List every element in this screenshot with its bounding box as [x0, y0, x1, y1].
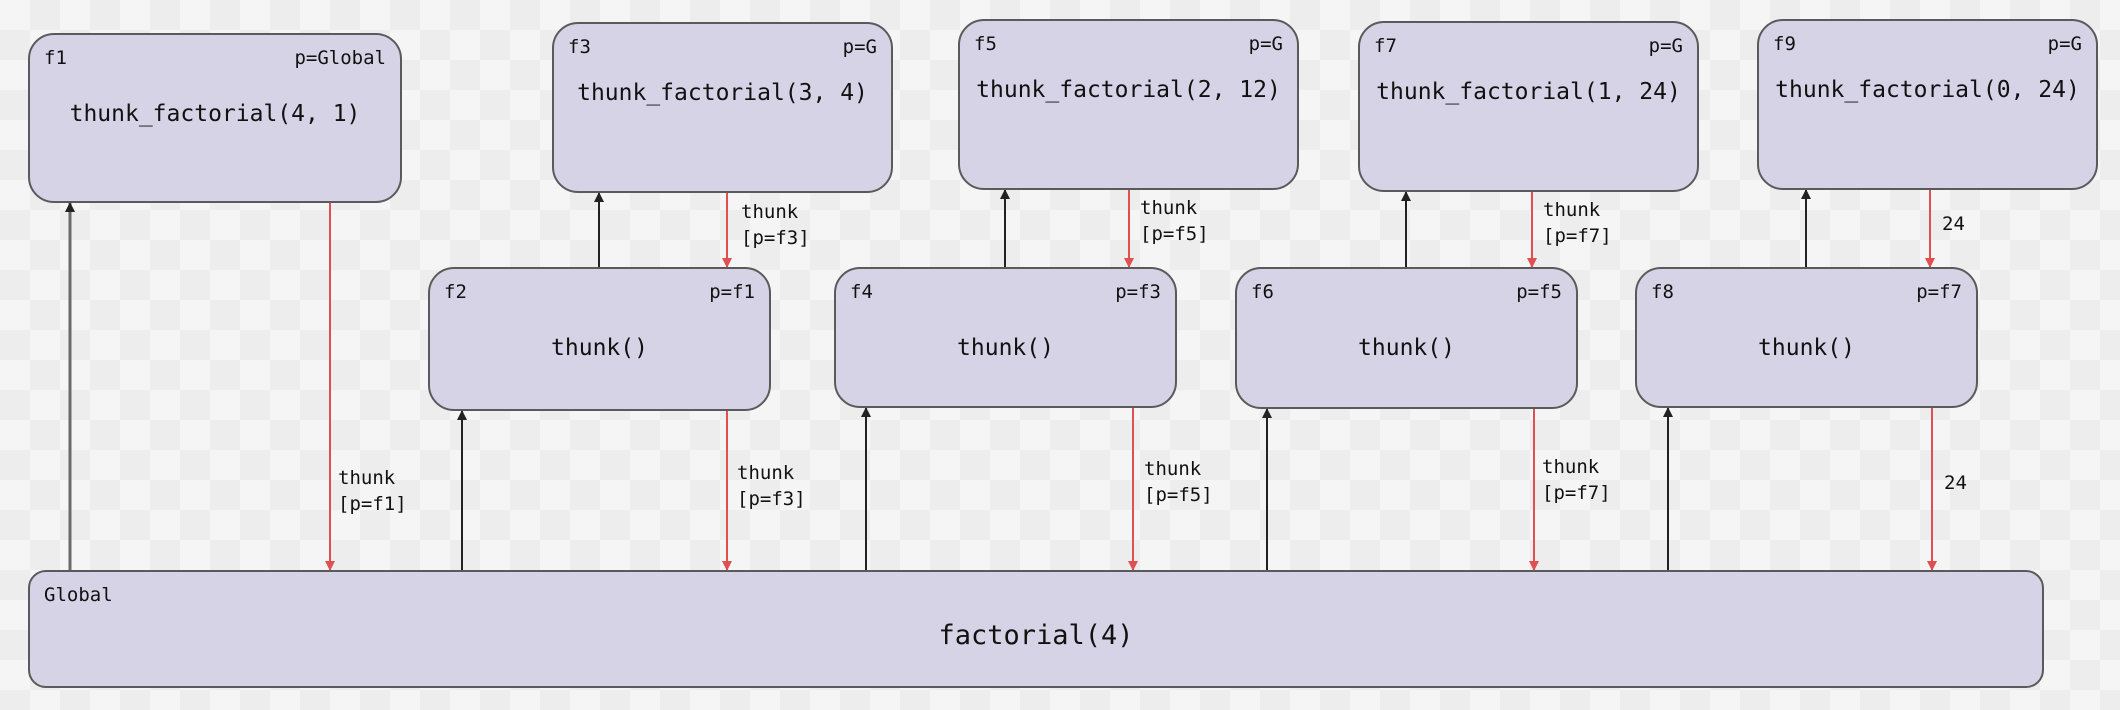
frame-f3: f3 p=G thunk_factorial(3, 4): [552, 22, 893, 193]
edge-label-line: thunk: [338, 467, 396, 489]
frame-global: Global factorial(4): [28, 570, 2044, 688]
edge-label: thunk [p=f7]: [1542, 454, 1611, 506]
frame-call: thunk_factorial(2, 12): [976, 77, 1281, 103]
edge-label-line: [p=f5]: [1144, 484, 1213, 506]
frame-call: thunk_factorial(1, 24): [1376, 79, 1681, 105]
frame-id: f4: [850, 281, 873, 303]
frame-id: f7: [1374, 35, 1397, 57]
frame-f8: f8 p=f7 thunk(): [1635, 267, 1978, 408]
edge-label-line: thunk: [741, 201, 799, 223]
frame-id: f2: [444, 281, 467, 303]
edge-label-line: [p=f3]: [741, 227, 810, 249]
frame-call: thunk(): [957, 335, 1054, 361]
edge-label-line: thunk: [1144, 458, 1202, 480]
edge-label-line: [p=f5]: [1140, 223, 1209, 245]
frame-parent: p=f1: [709, 281, 755, 303]
edge-label: thunk [p=f5]: [1144, 456, 1213, 508]
edge-label-line: thunk: [1542, 456, 1600, 478]
edge-label: thunk [p=f3]: [737, 460, 806, 512]
frame-parent: p=G: [1648, 35, 1683, 57]
edge-label: thunk [p=f5]: [1140, 195, 1209, 247]
frame-call: thunk(): [1758, 335, 1855, 361]
edge-label: 24: [1942, 211, 1965, 237]
frame-f6: f6 p=f5 thunk(): [1235, 267, 1578, 409]
frame-parent: p=G: [842, 36, 877, 58]
frame-parent: p=G: [2047, 33, 2082, 55]
frame-call: thunk_factorial(0, 24): [1775, 77, 2080, 103]
edge-label: thunk [p=f3]: [741, 199, 810, 251]
edge-label: thunk [p=f1]: [338, 465, 407, 517]
edge-label-line: 24: [1944, 472, 1967, 494]
frame-parent: p=f7: [1916, 281, 1962, 303]
frame-parent: p=f3: [1115, 281, 1161, 303]
frame-f7: f7 p=G thunk_factorial(1, 24): [1358, 21, 1699, 192]
frame-parent: p=G: [1248, 33, 1283, 55]
frame-parent: p=f5: [1516, 281, 1562, 303]
frame-f2: f2 p=f1 thunk(): [428, 267, 771, 411]
frame-id: Global: [44, 584, 113, 606]
frame-call: factorial(4): [938, 620, 1134, 651]
frame-id: f9: [1773, 33, 1796, 55]
edge-label-line: thunk: [1140, 197, 1198, 219]
frame-parent: p=Global: [294, 47, 386, 69]
frame-f1: f1 p=Global thunk_factorial(4, 1): [28, 33, 402, 203]
frame-id: f6: [1251, 281, 1274, 303]
edge-label: 24: [1944, 470, 1967, 496]
frame-f4: f4 p=f3 thunk(): [834, 267, 1177, 408]
edge-label-line: [p=f7]: [1543, 225, 1612, 247]
frame-f5: f5 p=G thunk_factorial(2, 12): [958, 19, 1299, 190]
frame-id: f3: [568, 36, 591, 58]
edge-label-line: [p=f1]: [338, 493, 407, 515]
edge-label-line: [p=f7]: [1542, 482, 1611, 504]
edge-label-line: thunk: [1543, 199, 1601, 221]
frame-f9: f9 p=G thunk_factorial(0, 24): [1757, 19, 2098, 190]
frame-id: f8: [1651, 281, 1674, 303]
frame-call: thunk_factorial(4, 1): [69, 101, 361, 127]
edge-label: thunk [p=f7]: [1543, 197, 1612, 249]
edge-label-line: [p=f3]: [737, 488, 806, 510]
edge-label-line: thunk: [737, 462, 795, 484]
edge-label-line: 24: [1942, 213, 1965, 235]
frame-call: thunk_factorial(3, 4): [577, 80, 868, 106]
frame-call: thunk(): [1358, 335, 1455, 361]
frame-id: f1: [44, 47, 67, 69]
frame-call: thunk(): [551, 335, 648, 361]
frame-id: f5: [974, 33, 997, 55]
